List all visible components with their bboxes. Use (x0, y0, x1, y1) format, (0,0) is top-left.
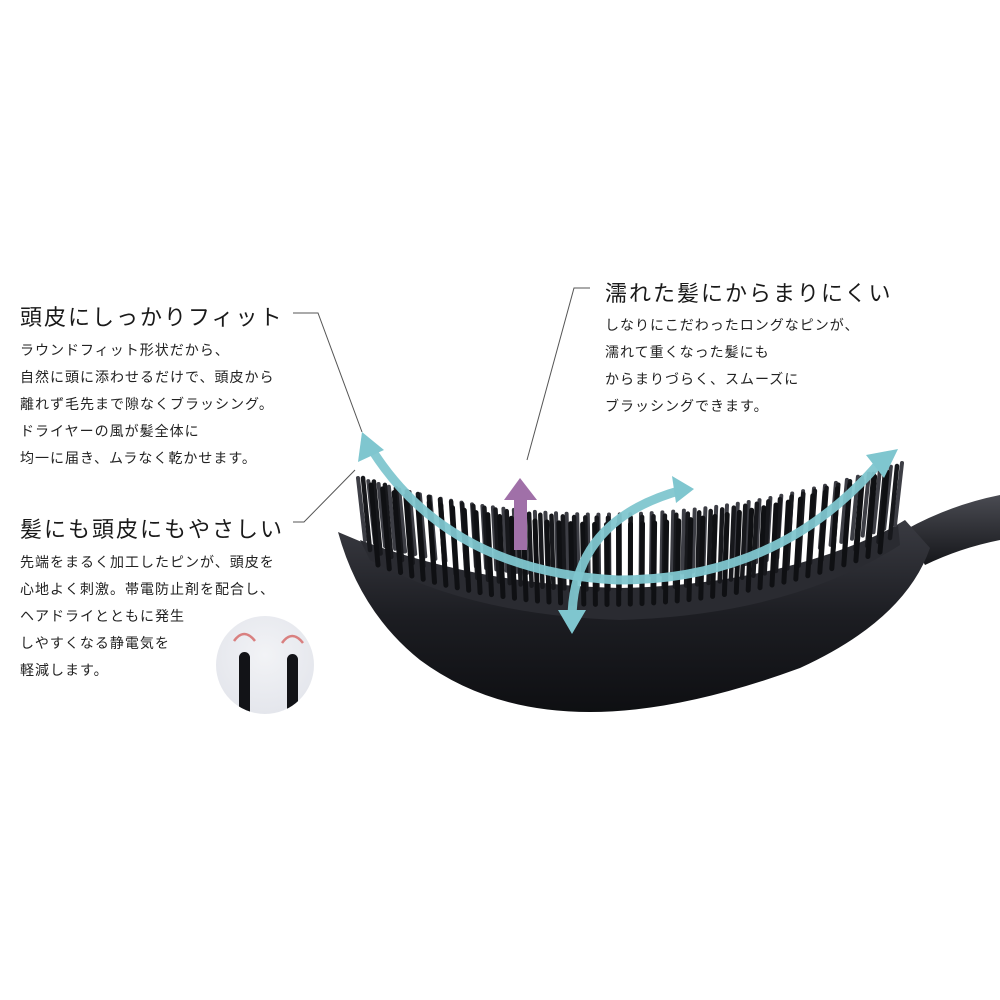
desc-line: ブラッシングできます。 (605, 399, 769, 415)
brush-pin (893, 461, 904, 527)
brush-pin (380, 486, 392, 572)
arrowhead-flex-bottom (558, 610, 586, 634)
brush-pin (710, 513, 718, 599)
brush-pin (680, 508, 686, 575)
inset-pin-left (239, 652, 250, 714)
desc-line: 心地よく刺激。帯電防止剤を配合し、 (20, 582, 275, 598)
desc-line: 自然に頭に添わせるだけで、頭皮から (20, 370, 275, 386)
brush-pin (376, 482, 387, 548)
brush-pin (817, 489, 828, 575)
desc-line: 離れず毛先まで隙なくブラッシング。 (20, 397, 274, 413)
brush-pin (356, 476, 367, 542)
inset-tip-arc-left (232, 632, 256, 642)
brush-pin (604, 522, 610, 607)
leader-line-fit (293, 312, 363, 433)
arrowhead-right (866, 449, 898, 478)
brush-pin (473, 510, 483, 596)
lift-arrow (504, 478, 537, 550)
brush-pin (386, 484, 398, 551)
pin-tip-inset (216, 616, 314, 714)
brush-pin (532, 518, 540, 604)
brush-pin (504, 508, 513, 586)
heading-wet-hair: 濡れた髪にからまりにくい (605, 282, 893, 307)
brush-pin (669, 509, 676, 576)
brush-pin (773, 496, 783, 574)
brush-pin (556, 520, 564, 606)
brush-pin (877, 469, 890, 555)
brush-pin (544, 519, 552, 605)
brush-pin (663, 519, 670, 605)
flex-curve (567, 485, 687, 625)
brush-pin (721, 512, 730, 597)
arrow-heads (358, 432, 898, 634)
brush-pin (538, 512, 545, 590)
brush-pin (391, 490, 404, 575)
brush-pin (865, 474, 878, 559)
brush-pin (382, 482, 394, 560)
leader-line-wet (526, 287, 590, 461)
brush-pin (690, 507, 697, 574)
brush-pad (360, 525, 900, 620)
desc-wet-hair: しなりにこだわったロングなピンが、 濡れて重くなった髪にも からまりづらく、スム… (605, 313, 859, 421)
brush-pin (403, 493, 415, 579)
brush-pin (674, 518, 682, 604)
brush-pin (438, 502, 449, 588)
desc-line: しやすくなる静電気を (20, 636, 170, 652)
brush-pin (368, 482, 381, 568)
arrowhead-left (358, 432, 384, 462)
brush-pin (733, 509, 742, 595)
brush-pin (887, 463, 900, 541)
arrowhead-flex-top (672, 476, 694, 503)
brush-pin (564, 511, 571, 578)
brush-pin (853, 478, 865, 564)
brush-pin (371, 479, 383, 556)
brush-pin (762, 499, 771, 576)
brush-pin (360, 475, 373, 553)
brush-pin (751, 501, 760, 578)
brush-pin (397, 487, 408, 554)
brush-pin (793, 496, 803, 582)
desc-scalp-fit: ラウンドフィット形状だから、 自然に頭に添わせるだけで、頭皮から 離れず毛先まで… (20, 338, 274, 473)
airflow-curve (367, 445, 885, 585)
airflow-arrows (367, 445, 885, 625)
brush-pin (493, 507, 502, 584)
brush-pin (745, 507, 755, 593)
brush-pin (785, 494, 794, 571)
brush-pin (651, 520, 658, 606)
brush-pin (549, 513, 556, 590)
desc-line: ラウンドフィット形状だから、 (20, 343, 230, 359)
brush-pin (461, 507, 472, 593)
desc-line: ヘアドライとともに発生 (20, 609, 185, 625)
brush-pin (526, 511, 534, 588)
brush-pin (839, 477, 849, 544)
brush-pin (639, 521, 645, 607)
desc-gentle: 先端をまるく加工したピンが、頭皮を 心地よく刺激。帯電防止剤を配合し、 ヘアドラ… (20, 550, 275, 685)
brush-pin (805, 493, 816, 579)
inset-tip-arc-right (280, 634, 304, 644)
brush-pin (659, 510, 665, 577)
brush-pin (739, 503, 748, 580)
inset-pin-right (287, 654, 298, 714)
heading-scalp-fit: 頭皮にしっかりフィット (20, 306, 284, 331)
brush-pin (860, 471, 871, 538)
brush-pin (728, 505, 737, 582)
brush-pin (686, 517, 694, 603)
leader-lines (293, 287, 590, 523)
heading-gentle: 髪にも頭皮にもやさしい (20, 518, 285, 543)
desc-line: ドライヤーの風が髪全体に (20, 424, 200, 440)
leader-line-gentle (293, 469, 356, 523)
brush-pin (415, 496, 426, 582)
desc-line: 均一に届き、ムラなく乾かせます。 (20, 451, 257, 467)
desc-line: 濡れて重くなった髪にも (605, 345, 770, 361)
desc-line: 先端をまるく加工したピンが、頭皮を (20, 555, 275, 571)
brush-pin (482, 505, 491, 583)
brush-pin (871, 468, 882, 535)
brush-pin (450, 505, 460, 591)
brush-pins (356, 461, 904, 607)
desc-line: 軽減します。 (20, 663, 109, 679)
desc-line: からまりづらく、スムーズに (605, 372, 800, 388)
desc-line: しなりにこだわったロングなピンが、 (605, 318, 860, 334)
brush-pin (698, 515, 706, 601)
